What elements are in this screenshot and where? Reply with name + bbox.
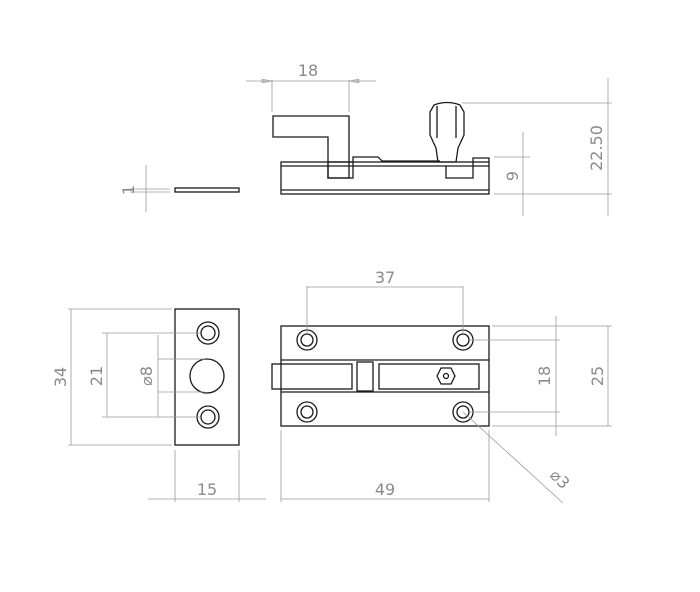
dim-hole-spacing-y: 18 xyxy=(535,366,554,386)
dim-hole-diameter: ⌀3 xyxy=(546,465,573,492)
dim-hole-spacing-x: 37 xyxy=(375,268,395,287)
dim-plate-width: 15 xyxy=(197,480,217,499)
dim-handle-width: 18 xyxy=(298,61,318,80)
dim-plate-width: 49 xyxy=(375,480,395,499)
dim-keep-thickness: 1 xyxy=(119,185,138,195)
dim-plate-height: 34 xyxy=(51,367,70,387)
side-view: 1 18 9 xyxy=(119,61,612,216)
keep-plate-view: 34 21 ⌀8 15 xyxy=(51,308,266,502)
dim-base-height: 9 xyxy=(503,171,522,181)
bolt-side-profile xyxy=(272,101,490,195)
dim-hole-spacing: 21 xyxy=(87,366,106,386)
dim-plate-height: 25 xyxy=(588,366,607,386)
dim-bore-diameter: ⌀8 xyxy=(137,366,156,386)
bolt-front-view: 37 18 25 49 ⌀3 xyxy=(271,268,612,504)
keep-plate-profile xyxy=(174,187,240,193)
dim-overall-height: 22.50 xyxy=(587,125,606,171)
